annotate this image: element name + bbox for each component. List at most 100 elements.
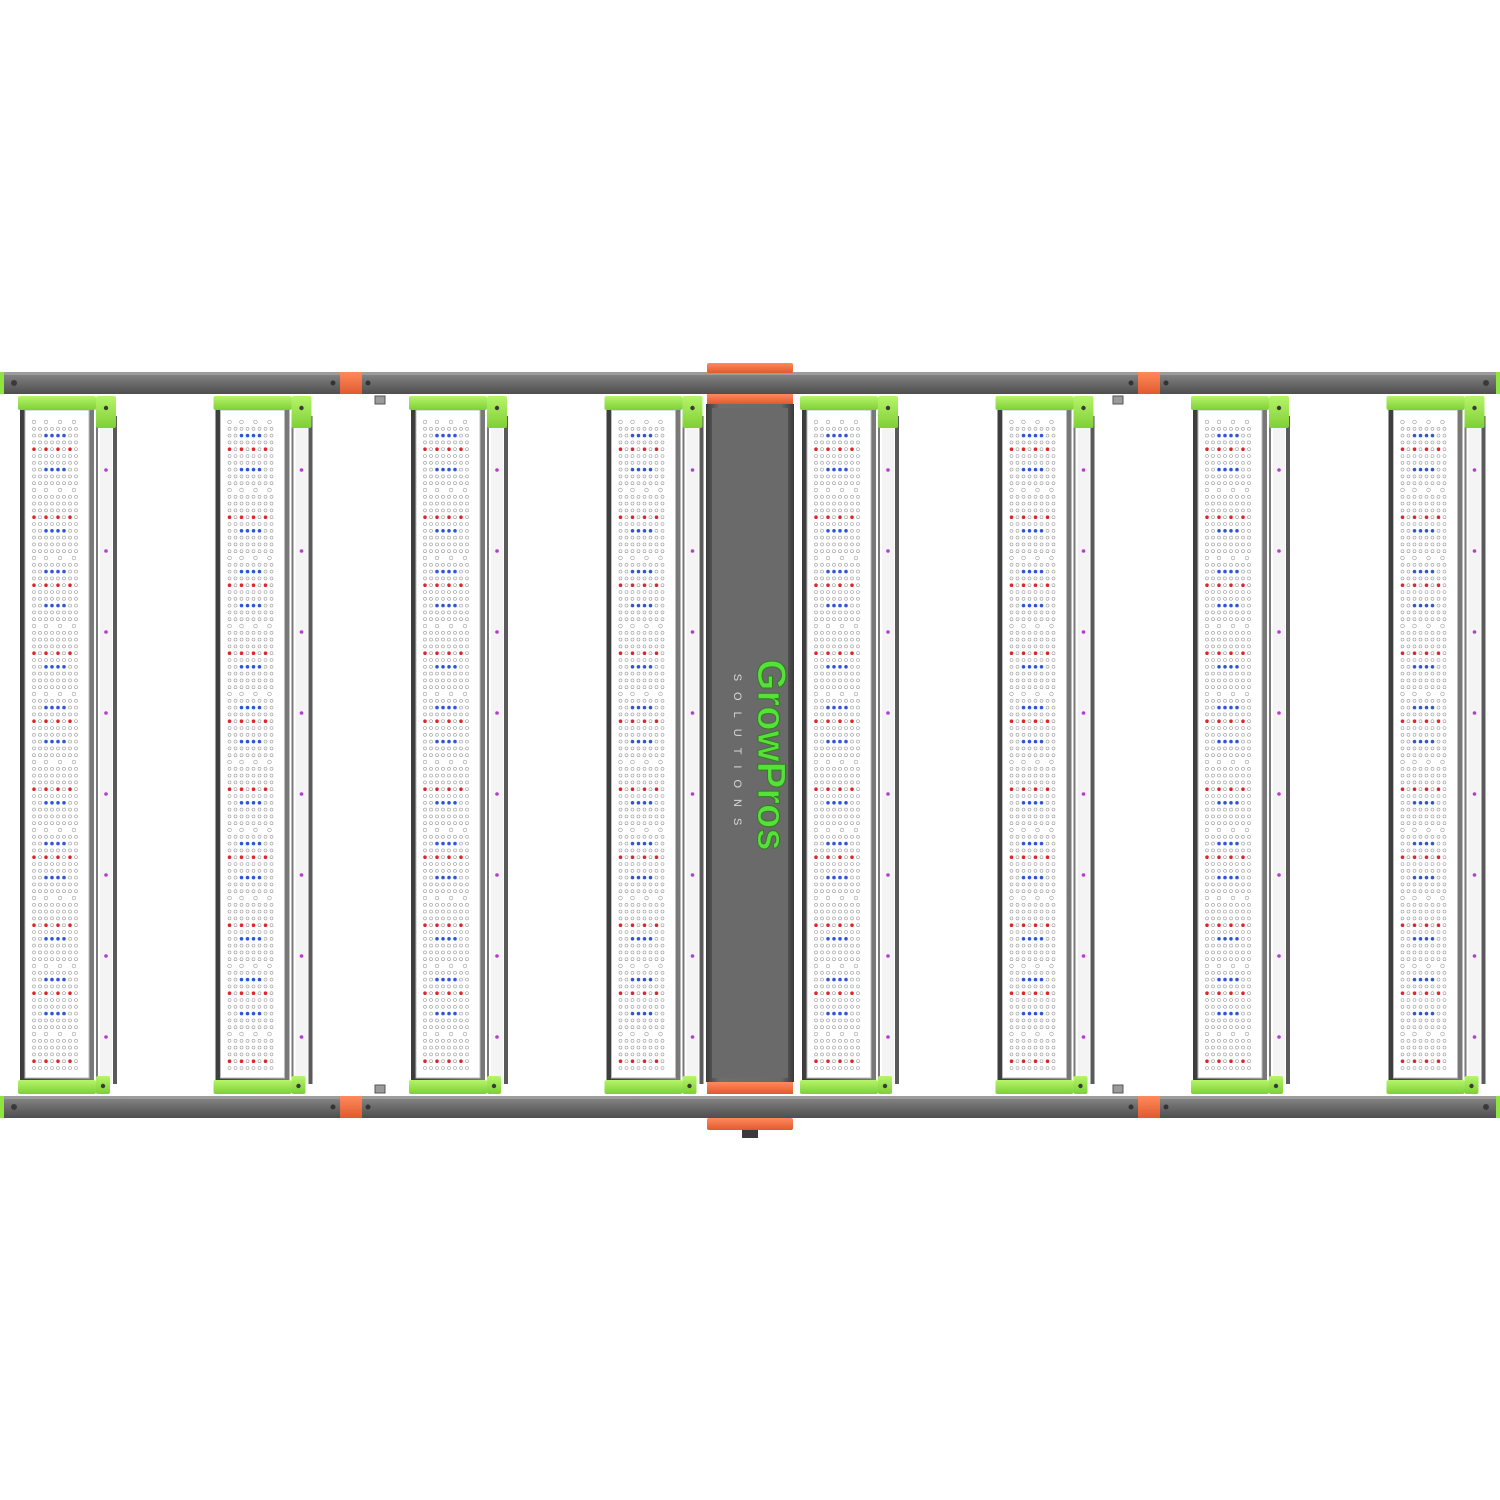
uv-diode: [886, 711, 890, 715]
rail-joint-orange: [1138, 1096, 1160, 1118]
led-bar: [18, 396, 117, 1094]
uv-diode: [1081, 711, 1086, 715]
rail-joint-orange: [1138, 372, 1160, 394]
uv-diode: [690, 549, 695, 553]
end-cap-bottom: [1386, 1080, 1465, 1094]
uv-diode: [886, 468, 890, 472]
end-cap-top: [409, 396, 487, 410]
uv-diode: [1081, 873, 1086, 877]
led-bar: [604, 396, 704, 1094]
led-diode-grid: [1204, 419, 1251, 1070]
top-rail: [0, 372, 1500, 405]
uv-diode: [1277, 792, 1281, 796]
led-bar: [213, 396, 313, 1094]
uv-diode: [1472, 873, 1477, 877]
uv-diode: [690, 468, 695, 472]
uv-diode: [299, 954, 304, 958]
led-diode-grid: [1009, 419, 1056, 1070]
end-cap-bottom: [213, 1080, 292, 1094]
uv-diode: [104, 468, 108, 472]
led-bar: [1191, 396, 1290, 1094]
end-cap-top: [800, 396, 878, 410]
led-diode-grid: [31, 419, 78, 1070]
uv-diode: [1081, 468, 1086, 472]
uv-diode: [886, 630, 890, 634]
led-bar: [995, 396, 1095, 1094]
end-cap-bottom: [995, 1080, 1074, 1094]
brand-logo: GrowPros SOLUTIONS: [731, 659, 794, 851]
uv-diode: [1472, 549, 1477, 553]
uv-diode: [690, 630, 695, 634]
uv-diode: [104, 792, 108, 796]
uv-diode: [1081, 630, 1086, 634]
clip-top: [1464, 396, 1485, 428]
uv-diode: [495, 873, 499, 877]
end-cap-top: [213, 396, 292, 410]
bottom-rail: [0, 1084, 1500, 1118]
clip-top: [96, 396, 116, 428]
brand-tagline: SOLUTIONS: [731, 674, 743, 837]
led-bar: [1386, 396, 1486, 1094]
uv-diode: [690, 1035, 695, 1039]
end-cap-top: [995, 396, 1074, 410]
led-diode-grid: [1400, 419, 1447, 1070]
uv-diode: [495, 1035, 499, 1039]
clip-top: [682, 396, 703, 428]
uv-diode: [299, 873, 304, 877]
uv-diode: [1277, 468, 1281, 472]
uv-diode: [104, 711, 108, 715]
uv-diode: [1472, 468, 1477, 472]
rail-joint-orange: [340, 372, 362, 394]
clip-top: [291, 396, 312, 428]
uv-diode: [104, 630, 108, 634]
uv-diode: [299, 792, 304, 796]
uv-diode: [104, 873, 108, 877]
clip-top: [487, 396, 507, 428]
end-cap-bottom: [1191, 1080, 1269, 1094]
uv-diode: [1472, 954, 1477, 958]
uv-diode: [690, 954, 695, 958]
rail-joint-orange: [340, 1096, 362, 1118]
led-diode-grid: [813, 419, 860, 1070]
clip-top: [1269, 396, 1289, 428]
uv-diode: [299, 468, 304, 472]
led-diode-grid: [227, 419, 274, 1070]
end-cap-top: [604, 396, 683, 410]
uv-diode: [1277, 954, 1281, 958]
end-cap-top: [18, 396, 96, 410]
uv-diode: [495, 468, 499, 472]
led-diode-grid: [618, 419, 665, 1070]
uv-diode: [886, 549, 890, 553]
led-bar: [800, 396, 899, 1094]
clip-top: [878, 396, 898, 428]
uv-diode: [1081, 954, 1086, 958]
uv-diode: [1081, 1035, 1086, 1039]
uv-diode: [886, 1035, 890, 1039]
end-cap-bottom: [604, 1080, 683, 1094]
uv-diode: [495, 549, 499, 553]
uv-diode: [1472, 630, 1477, 634]
clip-top: [1073, 396, 1094, 428]
end-cap-top: [1386, 396, 1465, 410]
uv-diode: [495, 711, 499, 715]
uv-diode: [1277, 549, 1281, 553]
uv-diode: [1081, 549, 1086, 553]
uv-diode: [1472, 1035, 1477, 1039]
led-diode-grid: [422, 419, 469, 1070]
uv-diode: [495, 792, 499, 796]
uv-diode: [299, 549, 304, 553]
end-cap-top: [1191, 396, 1269, 410]
uv-diode: [495, 954, 499, 958]
uv-diode: [886, 873, 890, 877]
uv-diode: [1277, 873, 1281, 877]
uv-diode: [1277, 711, 1281, 715]
uv-diode: [1277, 1035, 1281, 1039]
uv-diode: [1472, 711, 1477, 715]
uv-diode: [299, 711, 304, 715]
brand-name: GrowPros: [749, 659, 793, 850]
driver-housing: GrowPros SOLUTIONS: [706, 363, 794, 1138]
uv-diode: [886, 954, 890, 958]
led-bar: [409, 396, 508, 1094]
uv-diode: [1277, 630, 1281, 634]
uv-diode: [104, 1035, 108, 1039]
